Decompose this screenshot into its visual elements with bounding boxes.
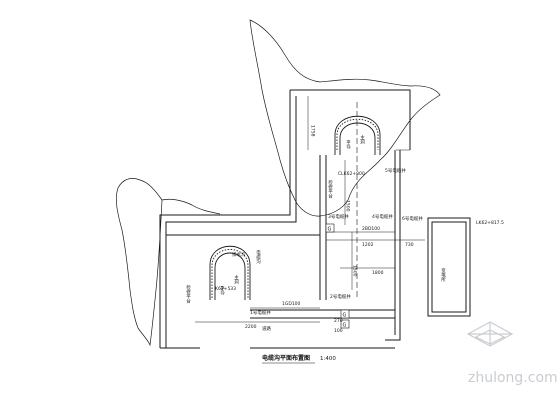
section-markers <box>325 223 350 329</box>
outer-boundary-upper <box>159 89 411 348</box>
label-right-a: 平导 <box>346 140 351 150</box>
right-wall <box>385 150 401 341</box>
dim-1500b: 1500 <box>352 265 358 277</box>
lower-wall <box>250 309 395 319</box>
dim-730: 730 <box>405 242 414 248</box>
label-cable6: 6号电缆井 <box>402 215 423 222</box>
upper-arch-outer <box>334 115 381 155</box>
label-cable4: 4号电缆井 <box>372 213 393 220</box>
label-lk-right: LK62+817.5 <box>476 220 504 226</box>
upper-arch-inner <box>339 122 376 155</box>
upper-arch-hatch <box>336 118 379 150</box>
marker-box-1 <box>325 223 335 233</box>
middle-wall <box>319 155 327 300</box>
title-text: 电缆沟平面布置图 <box>262 354 310 362</box>
marker-box-2 <box>340 309 350 319</box>
marker-letter-1: G <box>328 227 332 233</box>
watermark: zhulong.com <box>466 321 558 386</box>
upper-portal <box>334 102 381 300</box>
lower-portal <box>209 245 251 300</box>
dim-2bd100: 2BD100 <box>362 226 380 232</box>
label-cable3: 3号电缆井 <box>328 213 349 220</box>
dim-270: 270 <box>334 318 343 324</box>
label-left-a: 平导 <box>220 286 225 296</box>
watermark-text: zhulong.com <box>468 370 558 386</box>
dimension-lines <box>195 96 425 323</box>
dim-100: 100 <box>334 328 343 334</box>
dim-1g100: 1GD100 <box>282 301 301 307</box>
dim-1500a: 1500 <box>345 200 351 212</box>
inner-boundary-upper <box>165 96 297 348</box>
terrain-outline <box>116 19 441 347</box>
title-scale: 1:400 <box>320 356 336 362</box>
lower-arch-hatch <box>211 249 249 298</box>
label-cable1: 1号电缆井 <box>250 309 271 316</box>
label-road: 道路 <box>262 325 271 332</box>
watermark-logo-icon <box>466 321 514 347</box>
label-platform-left: 检修平台 <box>186 284 191 305</box>
transformer-room <box>427 217 471 317</box>
upper-hill-contour <box>249 19 441 217</box>
dim-1758: 1758 <box>310 125 316 137</box>
label-transformer: 变电所 <box>441 267 446 283</box>
label-cl-left: K62+533 <box>215 286 236 292</box>
label-cl-top: CLK62+800 <box>338 171 365 177</box>
label-platform-right: 检修平台 <box>328 179 333 200</box>
drawing-title: 电缆沟平面布置图 1:400 <box>262 354 336 364</box>
marker-box-3 <box>340 319 350 329</box>
lower-arch-outer <box>209 245 251 300</box>
dim-1202: 1202 <box>362 242 374 248</box>
label-cable2: 2号电缆井 <box>330 293 351 300</box>
transformer-box-outer <box>427 217 471 317</box>
dim-1800: 1800 <box>372 270 384 276</box>
label-left-b: 主洞 <box>234 274 239 285</box>
trench-structure <box>159 89 411 349</box>
left-hill-contour-2 <box>161 198 221 215</box>
marker-letter-2: G <box>343 313 347 319</box>
marker-letter-3: G <box>343 323 347 329</box>
label-right-b: 主洞 <box>360 134 365 145</box>
lower-arch-inner <box>214 252 246 300</box>
dim-2200: 2200 <box>245 324 257 330</box>
marker-letters: G G G <box>328 227 347 329</box>
transformer-box-inner <box>431 221 467 313</box>
label-side-text: 电缆沟 <box>256 249 261 265</box>
dimension-values: 1758 1500 1500 2BD100 1202 730 1800 1GD1… <box>245 125 414 334</box>
left-hill-contour <box>116 178 163 347</box>
labels: CLK62+800 K62+533 LK62+817.5 5号电缆井 6号电缆井… <box>186 134 504 332</box>
label-cable5-top: 5号电缆井 <box>385 167 406 174</box>
label-ditch: 排水沟 <box>232 251 246 258</box>
